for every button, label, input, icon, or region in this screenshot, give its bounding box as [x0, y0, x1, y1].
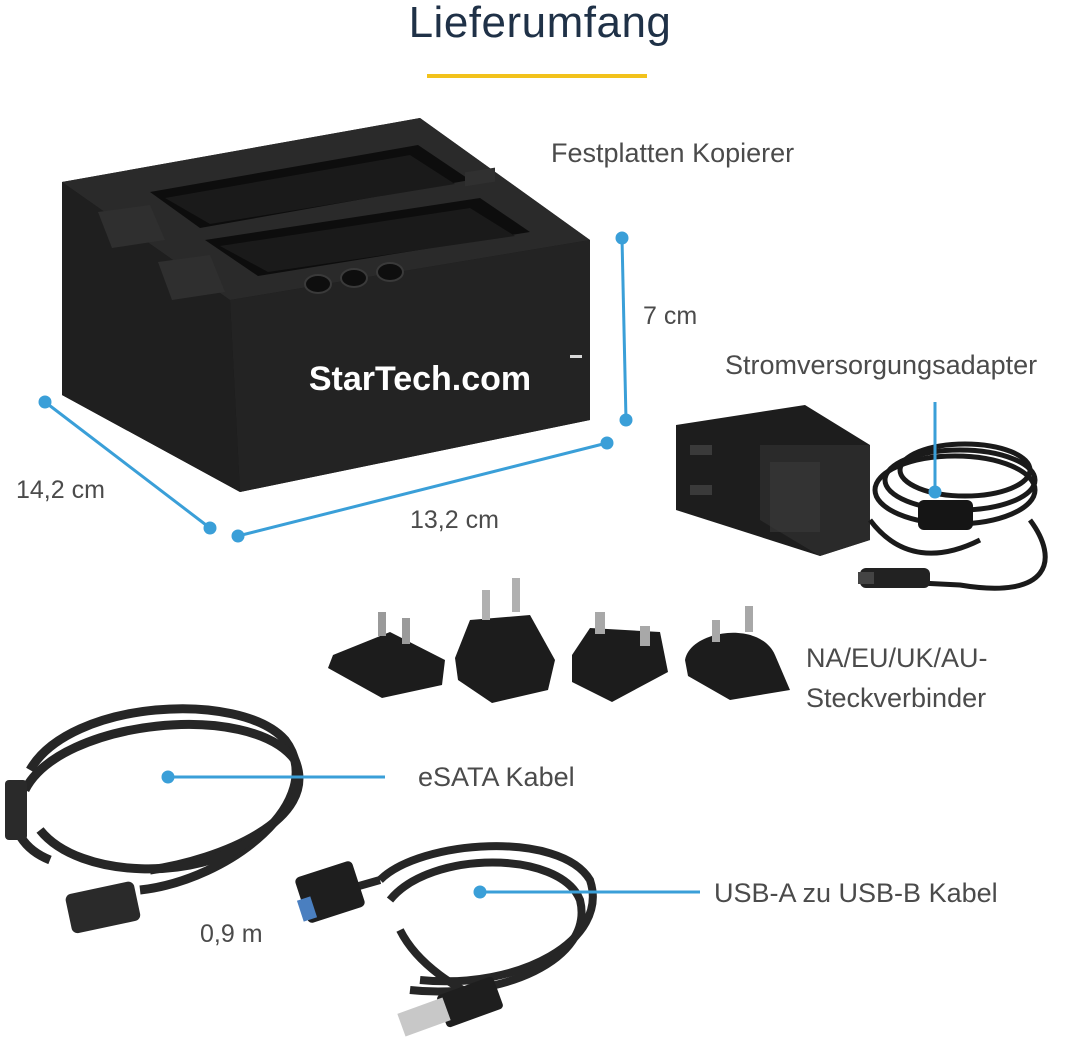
usb-cable-label: USB-A zu USB-B Kabel [714, 878, 998, 908]
power-adapter-image [676, 405, 1048, 591]
esata-callout-line [161, 770, 385, 784]
esata-cable-image [8, 704, 304, 895]
au-plug-image [685, 632, 790, 700]
title-underline [427, 74, 647, 78]
dimension-lines [38, 231, 633, 543]
plug-adapters-image [328, 578, 790, 703]
duplicator-label: Festplatten Kopierer [551, 138, 795, 168]
usb-cable-image [343, 842, 597, 1007]
power-adapter-label: Stromversorgungsadapter [725, 350, 1038, 380]
width-dimension-label: 13,2 cm [410, 506, 499, 534]
plugs-label-line2: Steckverbinder [806, 683, 987, 713]
width-dimension-line [237, 441, 608, 538]
depth-dimension-label: 14,2 cm [16, 476, 105, 504]
usb-callout-line [473, 885, 700, 899]
depth-dimension-line [44, 400, 211, 530]
eu-plug-image [455, 615, 555, 703]
height-dimension-line [620, 237, 628, 421]
cable-length-label: 0,9 m [200, 920, 263, 948]
na-plug-image [328, 632, 445, 698]
plugs-label-line1: NA/EU/UK/AU- [806, 643, 988, 673]
height-dimension-label: 7 cm [643, 302, 698, 330]
adapter-callout-line [928, 402, 942, 499]
hdd-duplicator-dock-image [62, 118, 590, 492]
esata-cable-label: eSATA Kabel [418, 762, 575, 792]
uk-plug-image [572, 628, 668, 702]
page-title: Lieferumfang [408, 0, 672, 47]
brand-logo: StarTech.com [309, 360, 531, 398]
